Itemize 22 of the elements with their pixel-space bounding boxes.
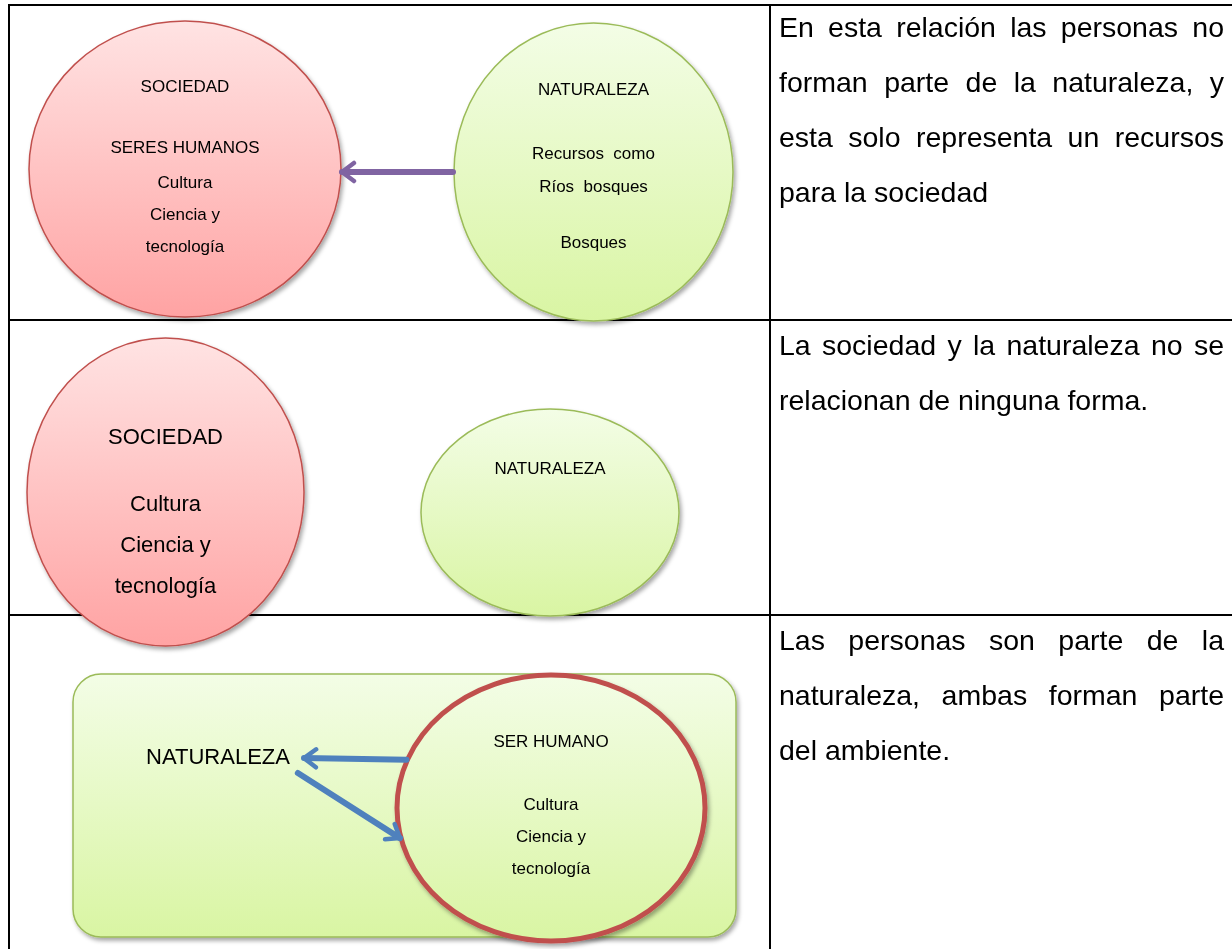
node-title: SER HUMANO — [493, 731, 609, 753]
ellipse-node — [420, 408, 680, 617]
node-text: SERES HUMANOS — [110, 137, 260, 159]
description-text: La sociedad y la naturaleza no se relacionan de ninguna forma. — [779, 328, 1224, 418]
arrow — [301, 747, 410, 770]
node-text: NATURALEZA — [494, 458, 606, 480]
arrow — [338, 160, 456, 184]
node-text: Cultura Ciencia y tecnología — [510, 794, 592, 880]
node-title: SOCIEDAD — [108, 423, 223, 451]
node-text: Bosques — [560, 232, 627, 254]
ellipse-node — [26, 337, 305, 647]
node-text: NATURALEZA — [146, 743, 290, 771]
description-text: Las personas son parte de la naturaleza, ambas forman parte del ambiente. — [779, 623, 1224, 768]
description-text: En esta relación las personas no forman parte de la naturaleza, y esta solo representa un recursos para la sociedad — [779, 10, 1224, 210]
node-title: NATURALEZA — [537, 79, 650, 101]
node-text: Cultura Ciencia y tecnología — [144, 172, 226, 258]
ellipse-node — [28, 20, 342, 318]
node-title: SOCIEDAD — [140, 76, 230, 98]
node-text: Recursos como Ríos bosques — [531, 143, 656, 198]
arrow — [294, 770, 403, 842]
ellipse-node — [453, 22, 734, 322]
node-text: Cultura Ciencia y tecnología — [113, 490, 218, 600]
